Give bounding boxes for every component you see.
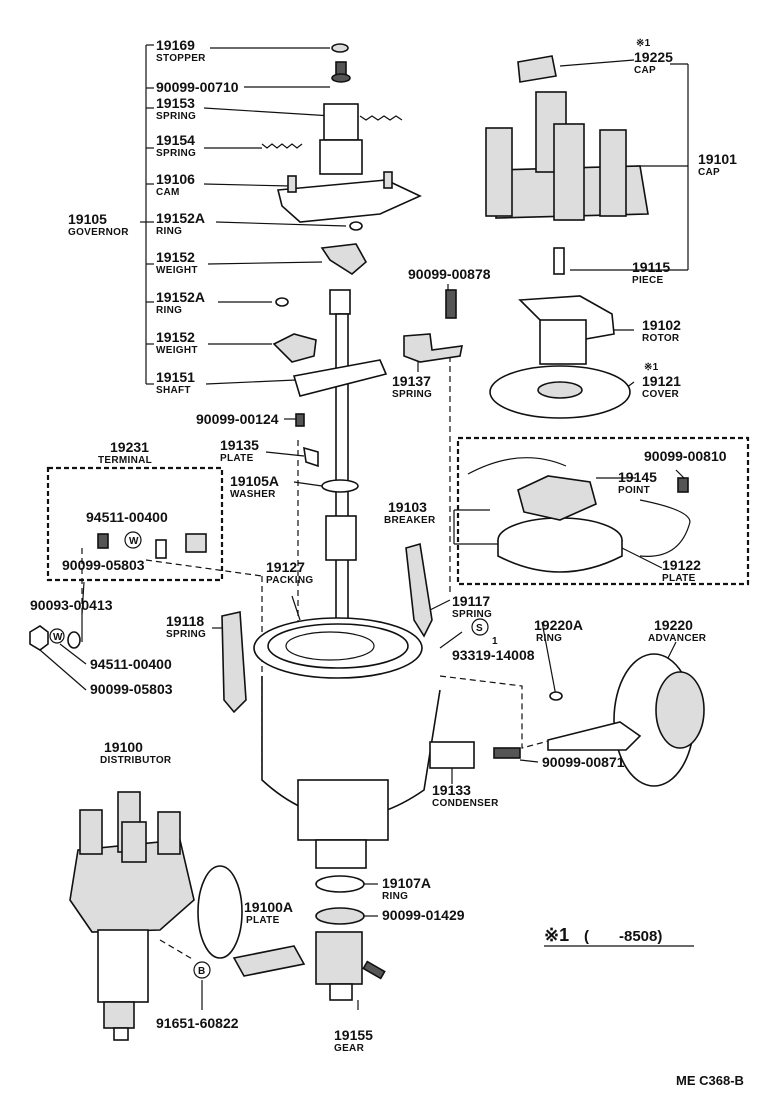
- part-labels: 19169 STOPPER 90099-00710 19153 SPRING 1…: [30, 37, 737, 1054]
- footnote-mark: ※1: [544, 925, 569, 945]
- label-94511-b-number: 94511-00400: [90, 656, 172, 672]
- label-19103-name: BREAKER: [384, 515, 436, 526]
- footnote: ※1 ( -8508): [544, 925, 694, 947]
- label-19107A-number: 19107A: [382, 875, 431, 891]
- label-19153-name: SPRING: [156, 111, 196, 122]
- label-19103-number: 19103: [388, 499, 427, 515]
- label-19220-number: 19220: [654, 617, 693, 633]
- label-60822-number: 91651-60822: [156, 1015, 239, 1031]
- label-19152-b-number: 19152: [156, 329, 195, 345]
- breaker-subassembly-box: [456, 436, 750, 586]
- label-19152A-1-name: RING: [156, 226, 182, 237]
- label-19135-number: 19135: [220, 437, 259, 453]
- label-19152-a-number: 19152: [156, 249, 195, 265]
- label-19145-name: POINT: [618, 485, 650, 496]
- label-19107A-name: RING: [382, 891, 408, 902]
- label-94511-a-number: 94511-00400: [86, 509, 168, 525]
- label-19133-name: CONDENSER: [432, 798, 499, 809]
- terminal-subassembly-box: [46, 466, 224, 582]
- label-19225-name: CAP: [634, 65, 656, 76]
- label-19121-name: COVER: [642, 389, 680, 400]
- label-19106-name: CAM: [156, 187, 180, 198]
- label-19102-number: 19102: [642, 317, 681, 333]
- label-00710-number: 90099-00710: [156, 79, 239, 95]
- note-mark-cover: ※1: [644, 362, 659, 373]
- w-mark-left: W: [53, 632, 63, 643]
- label-19100A-number: 19100A: [244, 899, 293, 915]
- s-mark-number: 1: [492, 636, 498, 647]
- label-19100-number: 19100: [104, 739, 143, 755]
- label-19220A-name: RING: [536, 633, 562, 644]
- label-19145-number: 19145: [618, 469, 657, 485]
- label-19115-number: 19115: [632, 259, 670, 275]
- circle-marks: W W S 1 B: [49, 531, 498, 979]
- label-00810-number: 90099-00810: [644, 448, 727, 464]
- note-mark-cap: ※1: [636, 38, 651, 49]
- label-00413-number: 90093-00413: [30, 597, 113, 613]
- label-19152A-2-name: RING: [156, 305, 182, 316]
- label-19133-number: 19133: [432, 782, 471, 798]
- label-19135-name: PLATE: [220, 453, 254, 464]
- label-19220-name: ADVANCER: [648, 633, 707, 644]
- label-19151-number: 19151: [156, 369, 195, 385]
- label-00871-number: 90099-00871: [542, 754, 625, 770]
- label-19155-name: GEAR: [334, 1043, 365, 1054]
- label-19152A-2-number: 19152A: [156, 289, 205, 305]
- label-01429-number: 90099-01429: [382, 907, 465, 923]
- label-19154-number: 19154: [156, 132, 195, 148]
- label-19121-number: 19121: [642, 373, 681, 389]
- label-19152-a-name: WEIGHT: [156, 265, 198, 276]
- label-19101-name: CAP: [698, 167, 720, 178]
- label-19154-name: SPRING: [156, 148, 196, 159]
- label-19127-name: PACKING: [266, 575, 313, 586]
- label-19231-number: 19231: [110, 439, 149, 455]
- label-19220A-number: 19220A: [534, 617, 583, 633]
- label-14008-number: 93319-14008: [452, 647, 535, 663]
- label-19115-name: PIECE: [632, 275, 664, 286]
- label-19127-number: 19127: [266, 559, 305, 575]
- label-19137-number: 19137: [392, 373, 431, 389]
- label-19169-name: STOPPER: [156, 53, 206, 64]
- label-00124-number: 90099-00124: [196, 411, 279, 427]
- footnote-text: ( -8508): [584, 928, 662, 945]
- s-mark: S: [476, 623, 483, 634]
- label-19152-b-name: WEIGHT: [156, 345, 198, 356]
- label-19151-name: SHAFT: [156, 385, 191, 396]
- label-19122-name: PLATE: [662, 573, 696, 584]
- label-19105-name: GOVERNOR: [68, 227, 129, 238]
- label-19105A-name: WASHER: [230, 489, 276, 500]
- w-mark-terminal: W: [129, 536, 139, 547]
- label-19105A-number: 19105A: [230, 473, 279, 489]
- label-19137-name: SPRING: [392, 389, 432, 400]
- label-19155-number: 19155: [334, 1027, 373, 1043]
- drawing-code: ME C368-B: [676, 1073, 744, 1088]
- label-19117-name: SPRING: [452, 609, 492, 620]
- label-19122-number: 19122: [662, 557, 701, 573]
- label-19117-number: 19117: [452, 593, 490, 609]
- label-19152A-1-number: 19152A: [156, 210, 205, 226]
- label-19100A-name: PLATE: [246, 915, 280, 926]
- label-00878-number: 90099-00878: [408, 266, 491, 282]
- label-19225-number: 19225: [634, 49, 673, 65]
- label-19100-name: DISTRIBUTOR: [100, 755, 172, 766]
- label-19101-number: 19101: [698, 151, 737, 167]
- label-19118-number: 19118: [166, 613, 204, 629]
- label-05803-b-number: 90099-05803: [90, 681, 173, 697]
- label-19102-name: ROTOR: [642, 333, 680, 344]
- label-19106-number: 19106: [156, 171, 195, 187]
- b-mark: B: [198, 966, 206, 977]
- label-19231-name: TERMINAL: [98, 455, 152, 466]
- label-19105-number: 19105: [68, 211, 107, 227]
- label-05803-a-number: 90099-05803: [62, 557, 145, 573]
- label-19153-number: 19153: [156, 95, 195, 111]
- label-19118-name: SPRING: [166, 629, 206, 640]
- label-19169-number: 19169: [156, 37, 195, 53]
- part-drawings: [29, 43, 705, 1041]
